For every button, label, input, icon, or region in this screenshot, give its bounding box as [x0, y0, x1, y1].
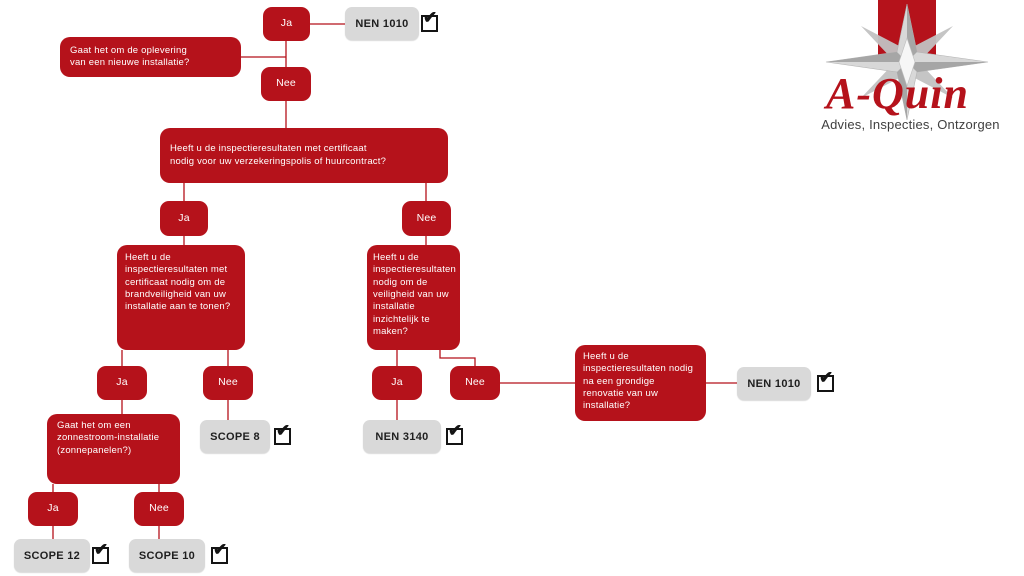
answer-nee-insurance: Nee: [402, 201, 451, 236]
question-new-installation: Gaat het om de oplevering van een nieuwe…: [60, 37, 241, 77]
brand-tagline: Advies, Inspecties, Ontzorgen: [821, 117, 1000, 132]
answer-label: Nee: [276, 77, 296, 90]
checkbox-checked-icon: ✔: [446, 422, 463, 445]
answer-label: Ja: [280, 17, 293, 30]
result-label: NEN 1010: [355, 17, 409, 30]
question-solar-installation: Gaat het om een zonnestroom-installatie …: [47, 414, 180, 484]
result-nen1010-top: NEN 1010: [345, 7, 419, 40]
result-label: SCOPE 12: [23, 549, 81, 562]
result-nen1010-right: NEN 1010: [737, 367, 811, 400]
checkbox-checked-icon: ✔: [92, 541, 109, 564]
answer-nee-fire-safety: Nee: [203, 366, 253, 400]
question-text: Heeft u de inspectieresultaten met certi…: [170, 143, 387, 167]
question-insurance-policy: Heeft u de inspectieresultaten met certi…: [160, 128, 448, 183]
question-fire-safety: Heeft u de inspectieresultaten met certi…: [117, 245, 245, 350]
question-text: Gaat het om de oplevering van een nieuwe…: [70, 44, 190, 68]
question-renovation: Heeft u de inspectieresultaten nodig na …: [575, 345, 706, 421]
question-text: Heeft u de inspectieresultaten nodig na …: [583, 351, 694, 412]
result-label: SCOPE 8: [210, 430, 260, 443]
aquin-logo: A-Quin Advies, Inspecties, Ontzorgen: [790, 0, 1024, 148]
answer-label: Nee: [465, 376, 485, 389]
answer-label: Ja: [178, 211, 190, 224]
brand-name: A-Quin: [826, 69, 969, 118]
compass-rose-icon: [825, 0, 989, 121]
answer-ja-new-installation: Ja: [263, 7, 310, 41]
question-safety-insight: Heeft u de inspectieresultaten nodig om …: [367, 245, 460, 350]
answer-label: Ja: [116, 376, 128, 389]
checkbox-checked-icon: ✔: [274, 422, 291, 445]
result-nen3140: NEN 3140: [363, 420, 441, 453]
answer-ja-insurance: Ja: [160, 201, 208, 236]
answer-label: Ja: [47, 502, 59, 515]
result-label: SCOPE 10: [138, 549, 196, 562]
result-label: NEN 1010: [747, 377, 801, 390]
answer-nee-safety-insight: Nee: [450, 366, 500, 400]
answer-nee-solar: Nee: [134, 492, 184, 526]
answer-nee-new-installation: Nee: [261, 67, 311, 101]
answer-label: Nee: [416, 211, 437, 224]
checkbox-checked-icon: ✔: [817, 369, 834, 392]
check-glyph: ✔: [94, 540, 109, 559]
check-glyph: ✔: [819, 368, 834, 387]
answer-ja-fire-safety: Ja: [97, 366, 147, 400]
answer-label: Nee: [149, 502, 169, 515]
check-glyph: ✔: [213, 540, 228, 559]
answer-ja-safety-insight: Ja: [372, 366, 422, 400]
result-scope8: SCOPE 8: [200, 420, 270, 453]
question-text: Heeft u de inspectieresultaten met certi…: [125, 252, 231, 313]
checkbox-checked-icon: ✔: [421, 9, 438, 32]
question-text: Heeft u de inspectieresultaten nodig om …: [373, 252, 457, 338]
question-text: Gaat het om een zonnestroom-installatie …: [57, 420, 160, 456]
check-glyph: ✔: [423, 8, 438, 27]
result-scope12: SCOPE 12: [14, 539, 90, 572]
answer-ja-solar: Ja: [28, 492, 78, 526]
result-scope10: SCOPE 10: [129, 539, 205, 572]
result-label: NEN 3140: [375, 430, 429, 443]
check-glyph: ✔: [276, 421, 291, 440]
checkbox-checked-icon: ✔: [211, 541, 228, 564]
check-glyph: ✔: [448, 421, 463, 440]
answer-label: Nee: [218, 376, 238, 389]
answer-label: Ja: [391, 376, 403, 389]
